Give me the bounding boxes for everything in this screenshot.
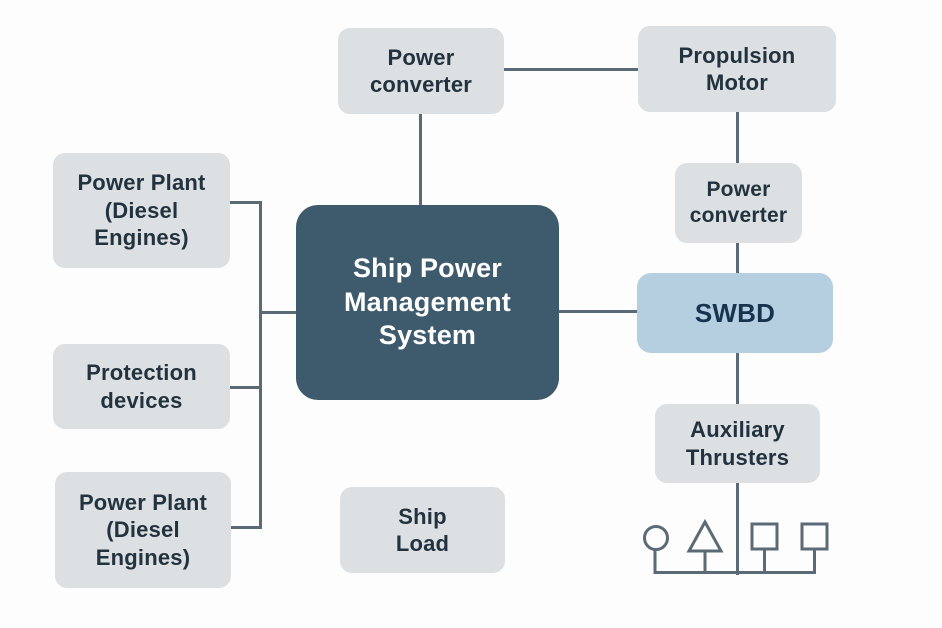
square-load-icon	[800, 522, 829, 551]
connector-swbd-auxthrusters	[736, 353, 739, 404]
connector-spine-pms	[259, 311, 296, 314]
node-power-plant-top: Power Plant (Diesel Engines)	[53, 153, 230, 268]
connector-propulsion-powerconverter2	[736, 112, 739, 163]
connector-powerconverter-propulsion	[504, 68, 638, 71]
connector-left-spine	[259, 201, 262, 529]
load-symbols-bus	[643, 518, 829, 574]
connector-auxthrusters-bus	[736, 483, 739, 575]
node-ship-load: Ship Load	[340, 487, 505, 573]
node-power-plant-bottom: Power Plant (Diesel Engines)	[55, 472, 231, 588]
circle-load-icon	[643, 525, 669, 551]
node-ship-power-management-system: Ship Power Management System	[296, 205, 559, 400]
node-protection-devices: Protection devices	[53, 344, 230, 429]
node-propulsion-motor: Propulsion Motor	[638, 26, 836, 112]
connector-protection-spine	[228, 386, 260, 389]
connector-powerconverter-pms	[419, 114, 422, 205]
node-auxiliary-thrusters: Auxiliary Thrusters	[655, 404, 820, 483]
node-power-converter-top: Power converter	[338, 28, 504, 114]
connector-powerplant1-spine	[228, 201, 260, 204]
square-load-icon	[750, 522, 779, 551]
connector-powerplant2-spine	[228, 526, 260, 529]
node-power-converter-right: Power converter	[675, 163, 802, 243]
connector-pms-swbd	[559, 310, 637, 313]
node-swbd: SWBD	[637, 273, 833, 353]
connector-powerconverter2-swbd	[736, 243, 739, 273]
triangle-load-icon	[686, 518, 724, 553]
